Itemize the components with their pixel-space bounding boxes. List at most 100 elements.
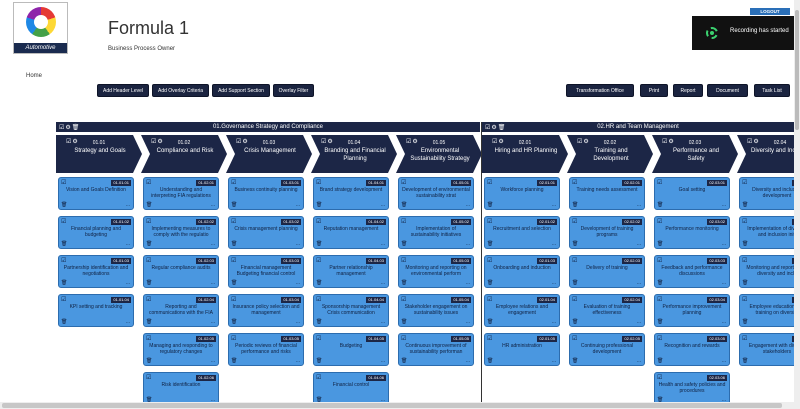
chevron-edit-icon[interactable]: ☑⚙: [577, 139, 590, 145]
edit-icon[interactable]: ☑: [487, 336, 493, 342]
more-icon[interactable]: ...: [210, 319, 215, 325]
edit-icon[interactable]: ☑: [657, 180, 663, 186]
edit-icon[interactable]: ☑: [657, 219, 663, 225]
more-icon[interactable]: ...: [551, 280, 556, 286]
chevron-edit-icon[interactable]: ☑⚙: [236, 139, 249, 145]
edit-icon[interactable]: ☑: [316, 219, 322, 225]
edit-icon[interactable]: ☑: [61, 180, 67, 186]
more-icon[interactable]: ...: [210, 358, 215, 364]
edit-icon[interactable]: ☑: [572, 336, 578, 342]
more-icon[interactable]: ...: [465, 319, 470, 325]
trash-icon[interactable]: 🗑: [146, 358, 153, 364]
trash-icon[interactable]: 🗑: [146, 241, 153, 247]
trash-icon[interactable]: 🗑: [657, 241, 664, 247]
trash-icon[interactable]: 🗑: [742, 358, 749, 364]
edit-icon[interactable]: ☑: [146, 219, 152, 225]
edit-icon[interactable]: ☑: [742, 219, 748, 225]
more-icon[interactable]: ...: [210, 280, 215, 286]
trash-icon[interactable]: 🗑: [401, 358, 408, 364]
trash-icon[interactable]: 🗑: [572, 319, 579, 325]
trash-icon[interactable]: 🗑: [657, 280, 664, 286]
edit-icon[interactable]: ☑: [401, 258, 407, 264]
trash-icon[interactable]: 🗑: [61, 319, 68, 325]
vertical-scrollbar[interactable]: [794, 0, 800, 409]
edit-icon[interactable]: ☑: [742, 297, 748, 303]
edit-icon[interactable]: ☑: [231, 180, 237, 186]
more-icon[interactable]: ...: [380, 280, 385, 286]
toolbar-left-button[interactable]: Add Overlay Criteria: [152, 84, 209, 97]
trash-icon[interactable]: 🗑: [401, 280, 408, 286]
chevron-edit-icon[interactable]: ☑⚙: [66, 139, 79, 145]
more-icon[interactable]: ...: [125, 202, 130, 208]
more-icon[interactable]: ...: [295, 241, 300, 247]
more-icon[interactable]: ...: [380, 202, 385, 208]
trash-icon[interactable]: 🗑: [657, 319, 664, 325]
horizontal-scrollbar[interactable]: [0, 402, 794, 409]
trash-icon[interactable]: 🗑: [316, 241, 323, 247]
trash-icon[interactable]: 🗑: [487, 241, 494, 247]
trash-icon[interactable]: 🗑: [487, 202, 494, 208]
trash-icon[interactable]: 🗑: [231, 241, 238, 247]
edit-icon[interactable]: ☑: [231, 336, 237, 342]
trash-icon[interactable]: 🗑: [401, 319, 408, 325]
process-card[interactable]: ☑02.04.01Diversity and inclusion develop…: [739, 177, 800, 210]
toolbar-right-button[interactable]: Report: [673, 84, 703, 97]
edit-icon[interactable]: ☑: [316, 336, 322, 342]
trash-icon[interactable]: 🗑: [146, 280, 153, 286]
trash-icon[interactable]: 🗑: [146, 319, 153, 325]
trash-icon[interactable]: 🗑: [231, 202, 238, 208]
chevron-edit-icon[interactable]: ☑⚙: [662, 139, 675, 145]
edit-icon[interactable]: ☑: [231, 258, 237, 264]
trash-icon[interactable]: 🗑: [742, 241, 749, 247]
trash-icon[interactable]: 🗑: [61, 241, 68, 247]
horizontal-scroll-thumb[interactable]: [2, 403, 782, 408]
trash-icon[interactable]: 🗑: [401, 202, 408, 208]
trash-icon[interactable]: 🗑: [487, 319, 494, 325]
toolbar-right-button[interactable]: Transformation Office: [566, 84, 634, 97]
trash-icon[interactable]: 🗑: [231, 358, 238, 364]
more-icon[interactable]: ...: [465, 358, 470, 364]
edit-icon[interactable]: ☑: [487, 297, 493, 303]
edit-icon[interactable]: ☑: [487, 258, 493, 264]
trash-icon[interactable]: 🗑: [572, 280, 579, 286]
edit-icon[interactable]: ☑: [487, 219, 493, 225]
more-icon[interactable]: ...: [721, 358, 726, 364]
edit-icon[interactable]: ☑: [61, 297, 67, 303]
edit-icon[interactable]: ☑: [316, 297, 322, 303]
edit-icon[interactable]: ☑: [487, 180, 493, 186]
toolbar-right-button[interactable]: Document: [707, 84, 748, 97]
edit-icon[interactable]: ☑: [146, 297, 152, 303]
trash-icon[interactable]: 🗑: [742, 280, 749, 286]
edit-icon[interactable]: ☑: [146, 258, 152, 264]
more-icon[interactable]: ...: [721, 280, 726, 286]
more-icon[interactable]: ...: [125, 241, 130, 247]
edit-icon[interactable]: ☑: [316, 375, 322, 381]
edit-icon[interactable]: ☑: [657, 258, 663, 264]
trash-icon[interactable]: 🗑: [572, 358, 579, 364]
more-icon[interactable]: ...: [295, 319, 300, 325]
trash-icon[interactable]: 🗑: [572, 202, 579, 208]
edit-icon[interactable]: ☑: [657, 375, 663, 381]
more-icon[interactable]: ...: [380, 397, 385, 403]
trash-icon[interactable]: 🗑: [231, 280, 238, 286]
